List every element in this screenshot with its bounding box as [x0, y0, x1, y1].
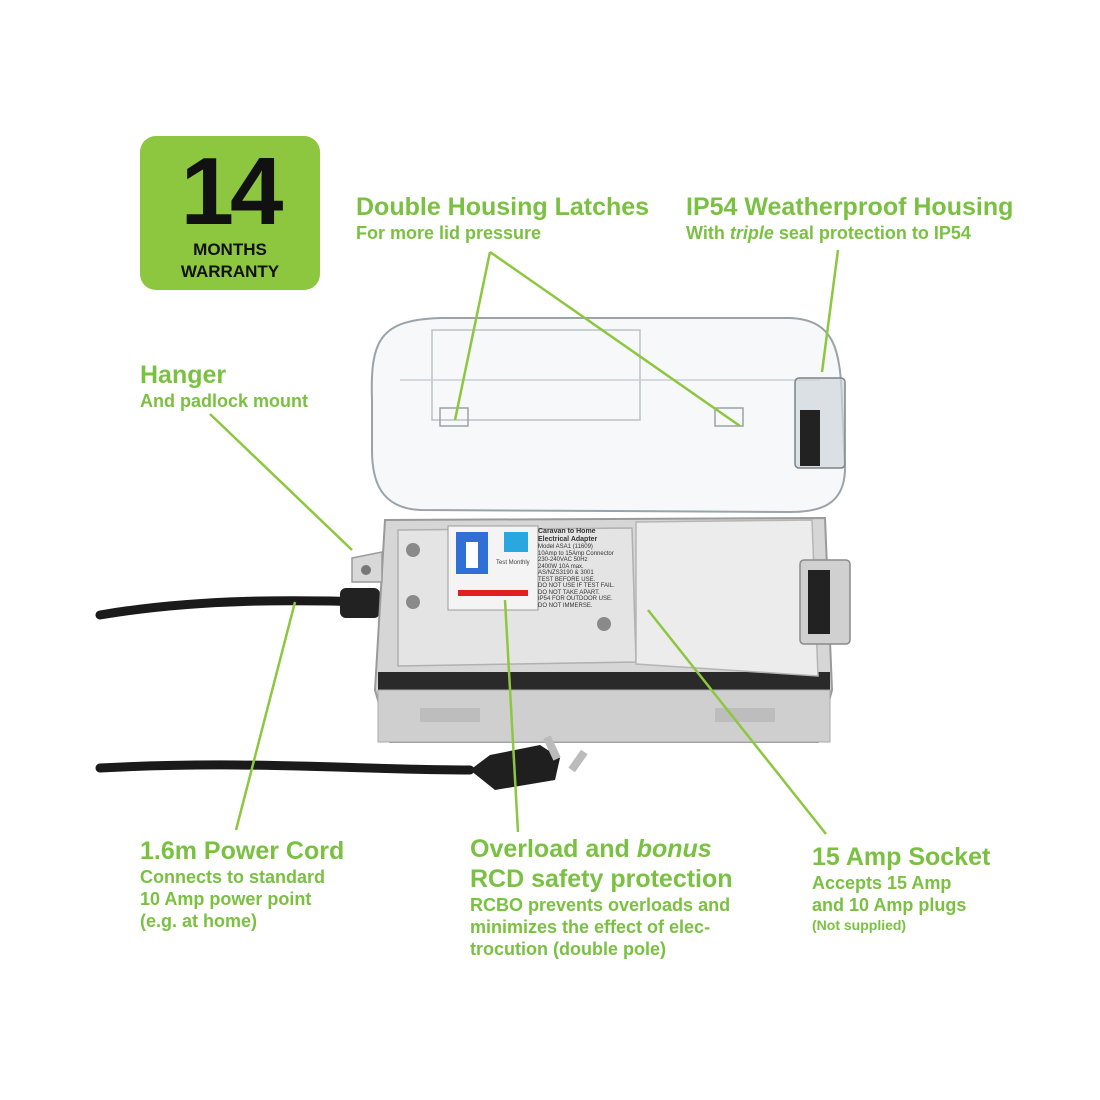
device-label-line: 10Amp to 15Amp Connector	[538, 550, 614, 557]
feature-cord: 1.6m Power Cord Connects to standard 10 …	[140, 836, 344, 932]
feature-cord-line2: 10 Amp power point	[140, 889, 312, 909]
feature-rcbo-line2: minimizes the effect of elec-	[470, 917, 711, 937]
device-label-title2: Electrical Adapter	[538, 536, 598, 543]
callout-rcbo	[503, 599, 520, 833]
device-label: Caravan to Home Electrical Adapter Model…	[538, 528, 634, 610]
feature-latches-title: Double Housing Latches	[356, 193, 650, 221]
base-seal	[378, 672, 830, 690]
device-label-line: 230-240VAC 50Hz	[538, 557, 588, 563]
feature-hanger-subtitle: And padlock mount	[140, 391, 308, 411]
feature-rcbo-title2: RCD safety protection	[470, 865, 733, 893]
feature-cord-line1: Connects to standard	[140, 867, 326, 887]
feature-socket-note: (Not supplied)	[812, 917, 907, 933]
callout-latches-left	[453, 251, 492, 421]
feature-rcbo-title: Overload and bonus	[470, 834, 733, 864]
feature-socket-line2: and 10 Amp plugs	[812, 895, 967, 915]
callout-latches-right	[489, 250, 741, 428]
callout-housing	[820, 249, 840, 373]
power-cord-lower	[95, 760, 475, 775]
feature-socket: 15 Amp Socket Accepts 15 Amp and 10 Amp …	[812, 842, 990, 934]
feature-housing: IP54 Weatherproof Housing With triple se…	[686, 192, 1013, 244]
feature-housing-title: IP54 Weatherproof Housing	[686, 193, 1014, 221]
feature-hanger: Hanger And padlock mount	[140, 360, 308, 412]
feature-latches-subtitle: For more lid pressure	[356, 223, 542, 243]
callout-hanger	[209, 413, 353, 551]
feature-rcbo: Overload and bonus RCD safety protection…	[470, 834, 733, 960]
feature-latches: Double Housing Latches For more lid pres…	[356, 192, 649, 244]
cord-grommet	[340, 588, 380, 618]
feature-socket-title: 15 Amp Socket	[812, 843, 991, 871]
callout-socket	[647, 609, 827, 835]
device-label-title1: Caravan to Home	[538, 528, 596, 535]
callout-cord	[234, 601, 297, 831]
feature-cord-title: 1.6m Power Cord	[140, 837, 345, 865]
feature-rcbo-title-pre: Overload and	[470, 835, 637, 863]
warranty-label: WARRANTY	[180, 262, 280, 281]
device-label-line: IP54 FOR OUTDOOR USE.	[538, 596, 613, 602]
feature-hanger-title: Hanger	[140, 361, 227, 389]
feature-rcbo-line3: trocution (double pole)	[470, 939, 666, 959]
rcbo-test-button	[504, 532, 528, 552]
device-label-line: AS/NZS3190 & 3001	[538, 570, 594, 576]
device-label-line: DO NOT USE IF TEST FAIL.	[538, 583, 615, 589]
device-label-line: Model ASA1 (11609)	[538, 544, 593, 550]
rcbo-test-text: Test Monthly	[496, 560, 530, 566]
feature-socket-line1: Accepts 15 Amp	[812, 873, 952, 893]
socket-cavity	[635, 519, 819, 677]
device-label-line: DO NOT TAKE APART.	[538, 589, 600, 596]
warranty-number: 14	[180, 138, 284, 245]
feature-housing-sub-pre: With	[686, 223, 730, 243]
warranty-badge: 14 MONTHS WARRANTY	[140, 136, 320, 290]
warranty-months: MONTHS	[193, 240, 267, 259]
feature-housing-sub-post: seal protection to IP54	[773, 223, 971, 243]
device-label-line: TEST BEFORE USE.	[538, 576, 596, 583]
feature-rcbo-line1: RCBO prevents overloads and	[470, 895, 731, 915]
device-label-line: DO NOT IMMERSE.	[538, 602, 593, 609]
feature-housing-sub-em: triple	[729, 223, 774, 243]
feature-rcbo-title-em: bonus	[636, 835, 712, 863]
feature-housing-subtitle: With triple seal protection to IP54	[686, 222, 1013, 244]
device-label-line: 2400W 10A max.	[538, 563, 584, 570]
feature-cord-line3: (e.g. at home)	[140, 911, 258, 931]
